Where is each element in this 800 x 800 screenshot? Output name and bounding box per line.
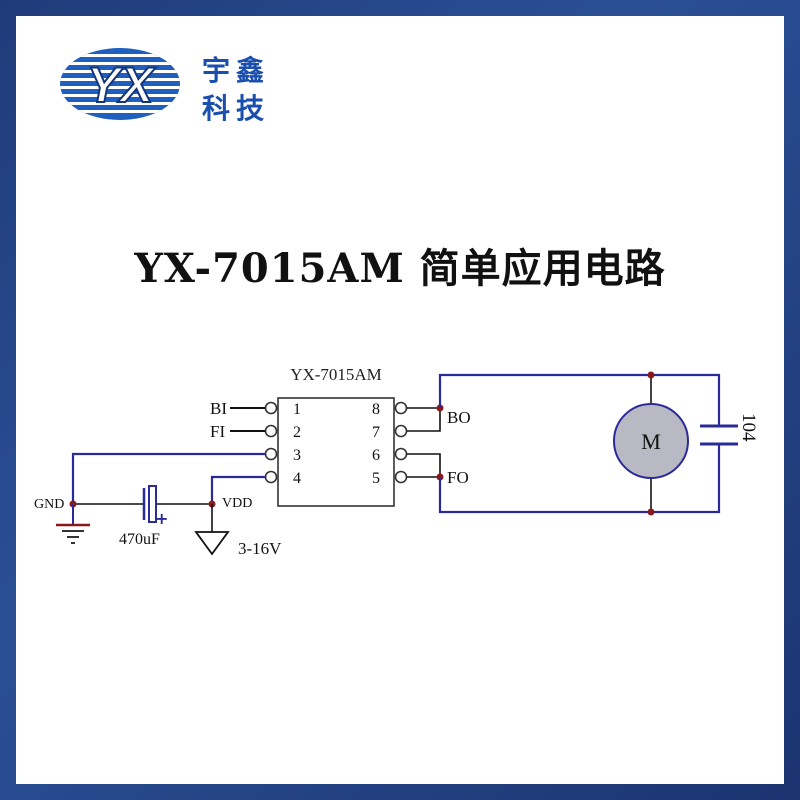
wire-pin7 [407,408,441,432]
capacitor-470uf [142,485,157,523]
pin-number-7: 7 [372,424,380,441]
capacitor-polarity: + [155,509,168,528]
schematic: YX-7015AM 1 2 3 4 8 7 6 5 BI FI [34,365,759,558]
chip-label: YX-7015AM [290,365,382,384]
net-label-fi: FI [210,422,225,441]
wire-pin3-gnd [71,452,265,504]
company-logo: YX 宇鑫 科技 [60,48,270,125]
chip-body [277,397,395,507]
junction-motor-top [647,371,655,379]
net-label-fo: FO [447,468,469,487]
wire-pin4-vdd [210,475,265,504]
supply-range: 3-16V [238,539,282,558]
pin-number-4: 4 [293,470,301,487]
net-label-gnd: GND [34,497,64,512]
logo-cn-line2: 科技 [202,92,270,125]
pin-circle-1 [264,401,278,415]
wire-pin6 [407,453,441,477]
pin-circle-2 [264,424,278,438]
diagram-canvas: YX 宇鑫 科技 YX-7015AM 1 2 3 4 8 7 [34,48,759,558]
pin-number-5: 5 [372,470,380,487]
capacitor-value: 470uF [119,531,160,548]
pin-number-6: 6 [372,447,380,464]
pin-circle-5 [394,470,408,484]
net-label-bi: BI [210,399,227,418]
pin-number-1: 1 [293,401,301,418]
wire-fo-loop [438,444,721,514]
motor-symbol [613,403,689,479]
logo-cn-line1: 宇鑫 [202,54,270,87]
wire-bo-loop [438,373,721,426]
pin-number-2: 2 [293,424,301,441]
pin-circle-3 [264,447,278,461]
pin-circle-7 [394,424,408,438]
capacitor-104 [700,424,738,446]
logo-mark: YX [87,57,156,113]
pin-number-3: 3 [293,447,301,464]
net-label-vdd: VDD [222,496,252,511]
motor-cap-value: 104 [738,413,759,442]
motor-label: M [641,429,661,454]
net-label-bo: BO [447,408,471,427]
pin-circle-4 [264,470,278,484]
ground-symbol [56,504,90,544]
supply-symbol [194,504,230,556]
pin-number-8: 8 [372,401,380,418]
junction-motor-bottom [647,508,655,516]
pin-circle-8 [394,401,408,415]
diagram-panel: YX 宇鑫 科技 YX-7015AM 1 2 3 4 8 7 [16,16,784,784]
pin-circle-6 [394,447,408,461]
page-title: YX-7015AM 简单应用电路 [134,245,666,292]
